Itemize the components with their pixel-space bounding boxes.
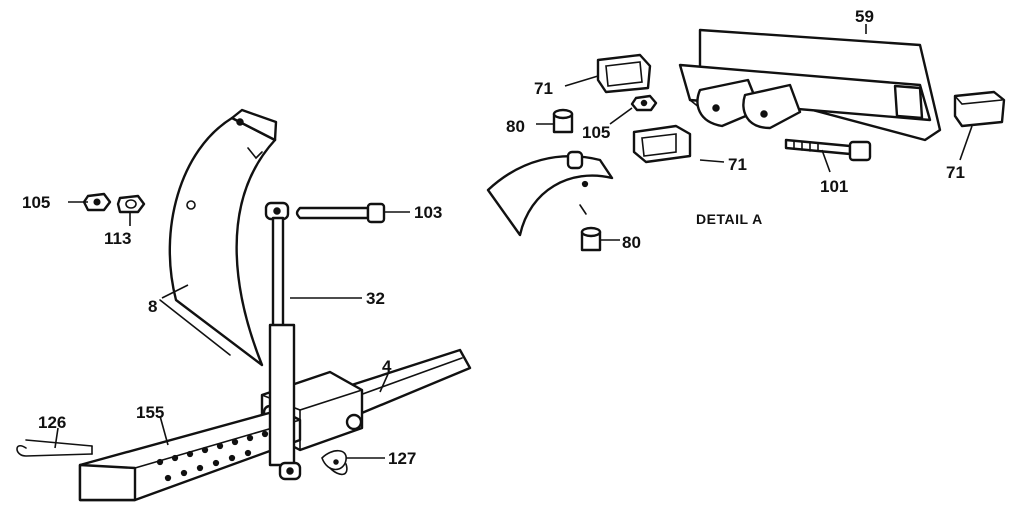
leader-lines (54, 24, 973, 459)
pin-part-126 (16, 439, 93, 457)
callout-105-detail: 105 (582, 123, 610, 142)
callout-80-upper: 80 (506, 117, 525, 136)
detail-nut-105 (630, 94, 658, 112)
gas-spring-part-32 (264, 201, 302, 481)
curved-arm-part-8 (159, 108, 278, 367)
callout-8: 8 (148, 297, 157, 316)
detail-a-label: DETAIL A (696, 211, 763, 227)
bolt-part-103 (295, 202, 386, 224)
callout-80-lower: 80 (622, 233, 641, 252)
callout-155: 155 (136, 403, 164, 422)
bushing-80-lower (580, 226, 602, 252)
clip-part-127 (321, 449, 348, 476)
bolt-101 (784, 138, 872, 162)
callout-71-left: 71 (534, 79, 553, 98)
callout-4: 4 (382, 357, 392, 376)
hinge-plates (696, 78, 802, 130)
callout-32: 32 (366, 289, 385, 308)
callout-71-right: 71 (946, 163, 965, 182)
perforated-bar-part-155 (78, 408, 302, 502)
callout-126: 126 (38, 413, 66, 432)
square-cap-71-right (953, 90, 1006, 128)
bushing-part-113 (116, 194, 146, 214)
square-cap-71-center (632, 124, 692, 164)
callout-71-center: 71 (728, 155, 747, 174)
square-cap-71-left (596, 53, 652, 94)
callout-127: 127 (388, 449, 416, 468)
callout-103: 103 (414, 203, 442, 222)
bushing-80-upper (552, 108, 574, 134)
callout-113: 113 (104, 229, 131, 248)
callout-101: 101 (820, 177, 848, 196)
callout-105-main: 105 (22, 193, 50, 212)
callout-59: 59 (855, 7, 874, 26)
detail-curved-arm (486, 150, 614, 237)
